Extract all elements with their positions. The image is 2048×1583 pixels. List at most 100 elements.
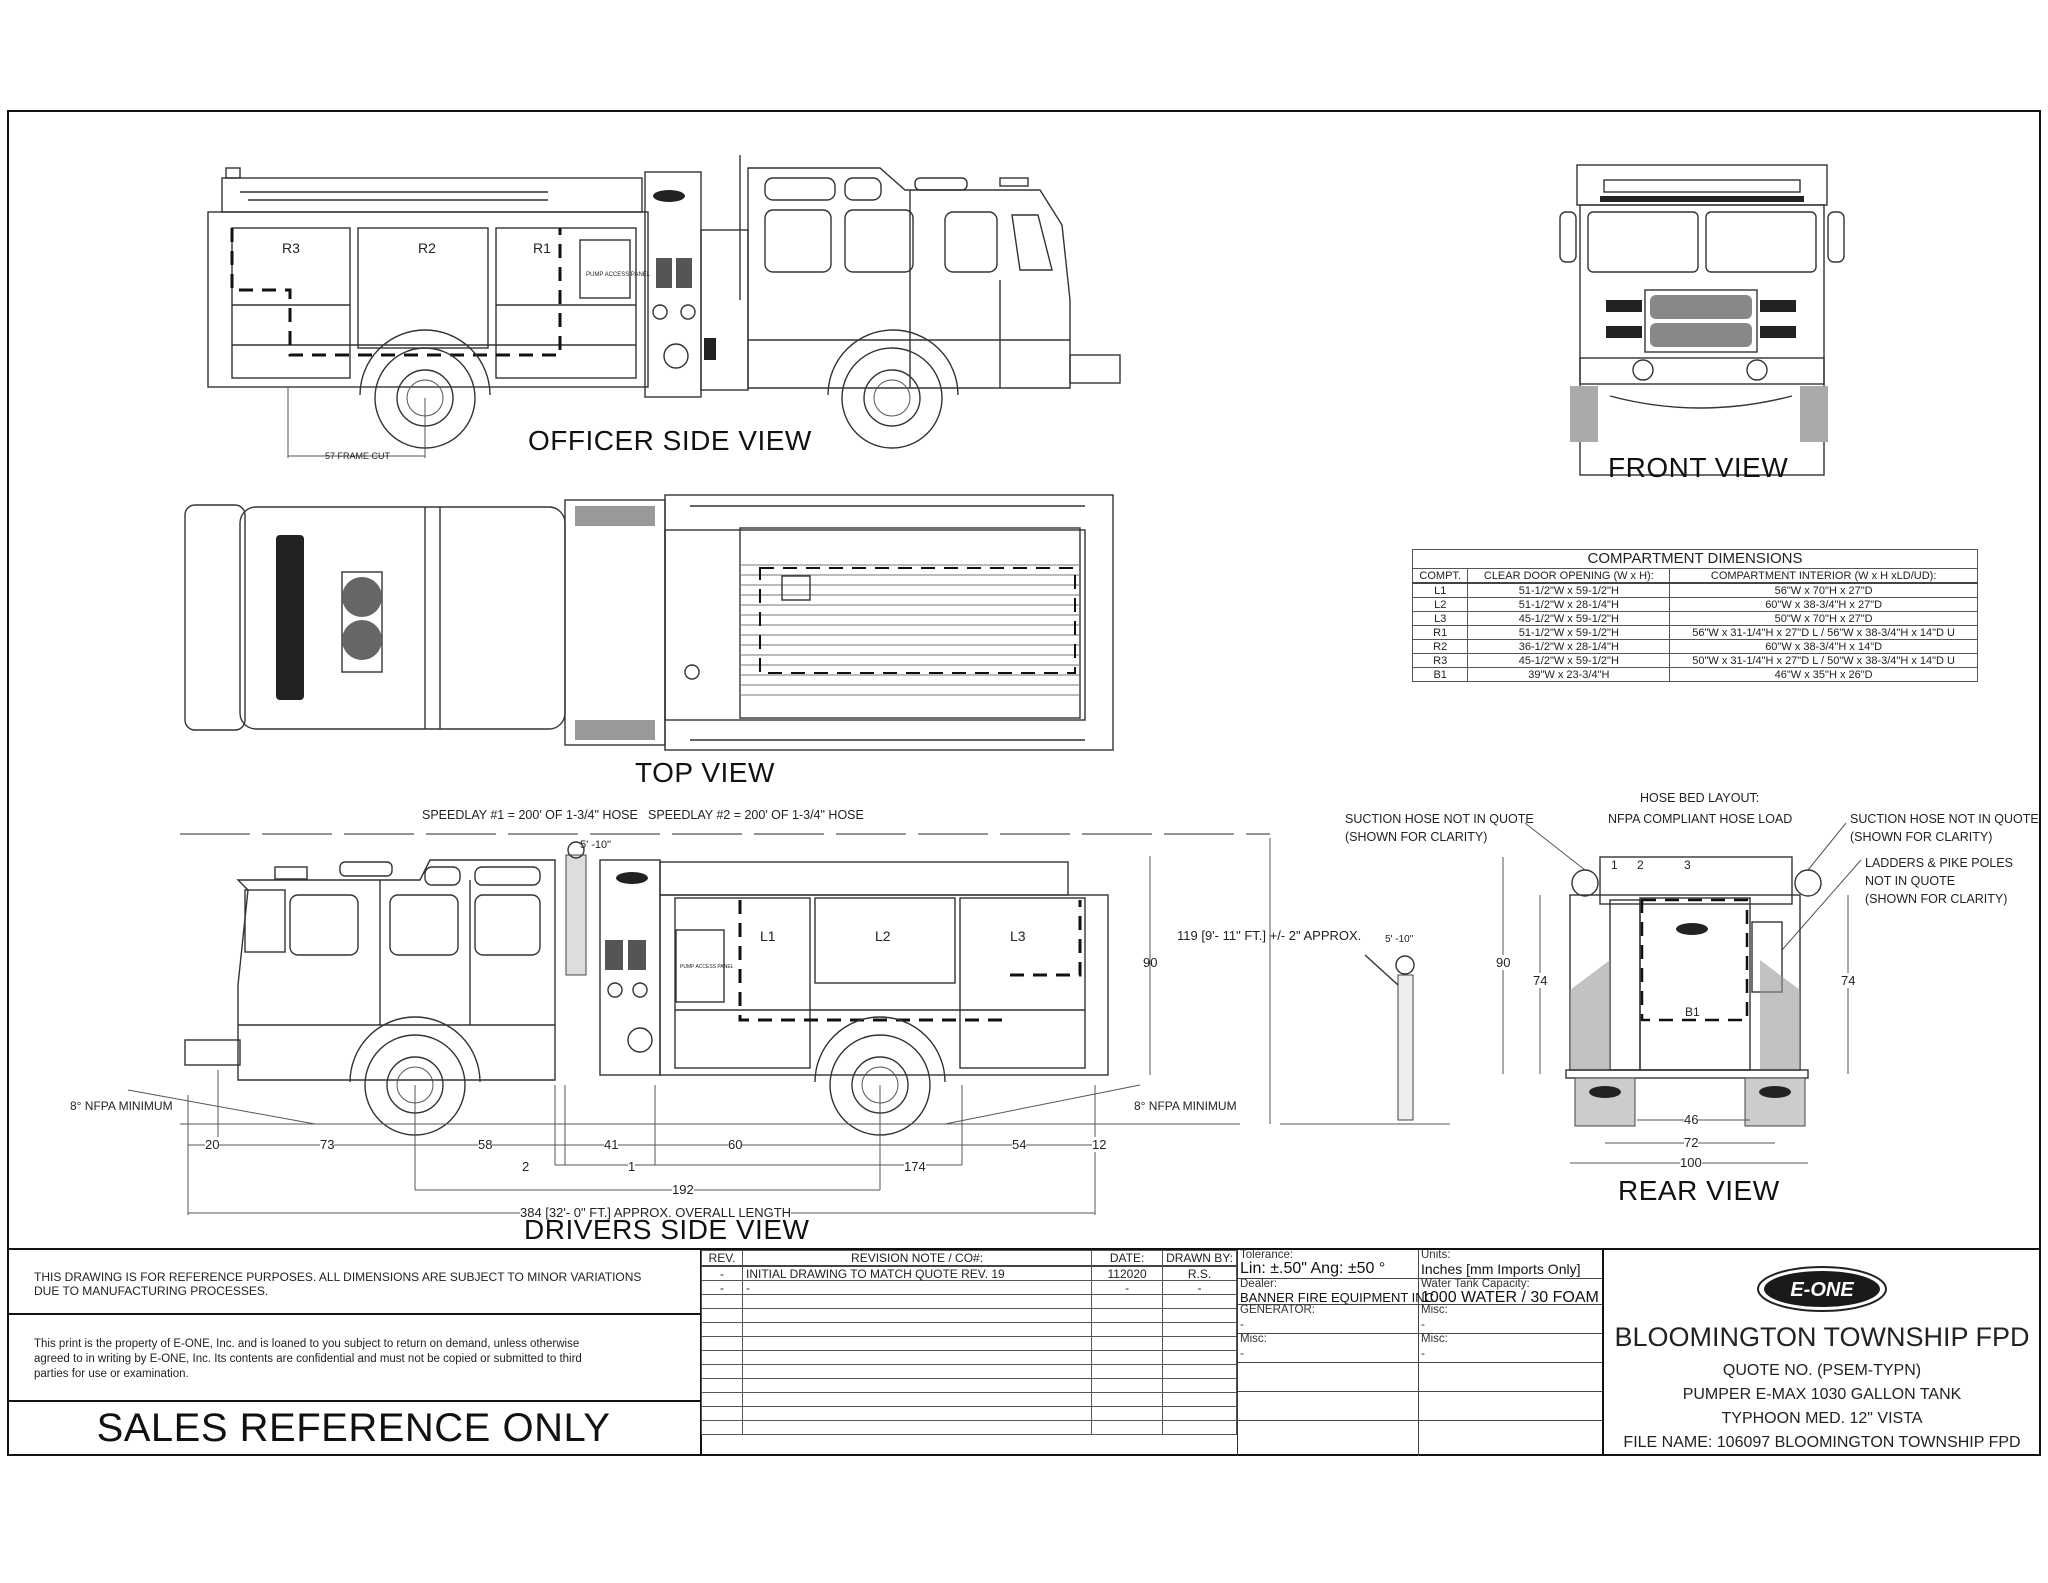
revision-row-empty [701,1322,1237,1337]
pump-access-panel-label: PUMP ACCESS PANEL [680,964,734,970]
cell-interior: 46"W x 35"H x 26"D [1669,667,1978,682]
customer-name: BLOOMINGTON TOWNSHIP FPD [1614,1322,2030,1352]
dimension-1: 1 [628,1159,636,1174]
tank-value: 1000 WATER / 30 FOAM [1421,1289,1599,1306]
cell-compt: B1 [1411,667,1469,682]
officer-side-view-title: OFFICER SIDE VIEW [528,425,812,456]
sales-reference-only: SALES REFERENCE ONLY [96,1406,611,1450]
drawn-by-cell: R.S. [1162,1265,1237,1281]
dimension-41: 41 [604,1137,619,1152]
figure-height-label: 5' -10" [580,839,612,851]
revision-row-empty [701,1294,1237,1309]
cell-door: 51-1/2"W x 59-1/2"H [1467,625,1671,640]
wheelbase-dimension-192: 192 [672,1182,694,1197]
property-notice-line-2: agreed to in writing by E-ONE, Inc. Its … [34,1353,582,1365]
e-one-logo-icon: E-ONE [1757,1266,1887,1312]
disclaimer-line-1: THIS DRAWING IS FOR REFERENCE PURPOSES. … [34,1270,642,1284]
empty-info-row [1238,1421,1602,1456]
rear-width-100: 100 [1680,1155,1702,1170]
suction-hose-note-right-line1: SUCTION HOSE NOT IN QUOTE [1850,812,2039,826]
figure-height-label-2: 5' -10" [1385,934,1414,945]
hose-bed-layout-title: HOSE BED LAYOUT: [1640,791,1760,805]
revision-note-cell: INITIAL DRAWING TO MATCH QUOTE REV. 19 [741,1265,1093,1281]
dealer-tank-row: Dealer: BANNER FIRE EQUIPMENT INC Water … [1238,1278,1602,1306]
ladders-note-line2: NOT IN QUOTE [1865,874,1956,888]
disclaimer-line-2: DUE TO MANUFACTURING PROCESSES. [34,1284,269,1298]
chassis-model: TYPHOON MED. 12" VISTA [1721,1410,1923,1427]
apparatus-model: PUMPER E-MAX 1030 GALLON TANK [1682,1386,1962,1403]
ladders-note-line1: LADDERS & PIKE POLES [1865,856,2013,870]
title-block: THIS DRAWING IS FOR REFERENCE PURPOSES. … [7,1248,2041,1458]
rev-cell: - [701,1265,743,1281]
cell-interior: 50"W x 31-1/4"H x 27"D L / 50"W x 38-3/4… [1669,653,1978,668]
tolerance-cell: Tolerance: Lin: ±.50" Ang: ±50 ° [1238,1249,1419,1278]
dealer-value: BANNER FIRE EQUIPMENT INC [1240,1290,1435,1305]
misc-cell-2: Misc: - [1238,1333,1419,1362]
rear-width-46: 46 [1684,1112,1699,1127]
revision-table: REV. REVISION NOTE / CO#: DATE: DRAWN BY… [701,1250,1238,1456]
generator-value: - [1240,1317,1244,1331]
speedlay-1-note: SPEEDLAY #1 = 200' OF 1-3/4" HOSE [422,808,638,822]
compartment-label-r1: R1 [533,240,551,256]
empty-info-row [1238,1363,1602,1392]
rear-height-74-left: 74 [1533,973,1548,988]
revision-note-header: REVISION NOTE / CO#: [741,1250,1093,1267]
drawing-sheet-border [7,110,2041,1456]
date-header: DATE: [1091,1250,1164,1267]
revision-row-empty [701,1336,1237,1351]
dimension-54: 54 [1012,1137,1027,1152]
speedlay-2-note: SPEEDLAY #2 = 200' OF 1-3/4" HOSE [648,808,864,822]
suction-hose-note-left-line1: SUCTION HOSE NOT IN QUOTE [1345,812,1534,826]
dimension-60: 60 [728,1137,743,1152]
file-name: FILE NAME: 106097 BLOOMINGTON TOWNSHIP F… [1623,1434,2021,1451]
rear-view-title: REAR VIEW [1618,1175,1780,1206]
property-notice-box: This print is the property of E-ONE, Inc… [7,1315,700,1402]
drawing-info-panel: Tolerance: Lin: ±.50" Ang: ±50 ° Units: … [1238,1249,1604,1456]
property-notice-line-1: This print is the property of E-ONE, Inc… [34,1338,580,1350]
revision-row: - INITIAL DRAWING TO MATCH QUOTE REV. 19… [701,1265,1237,1281]
units-cell: Units: Inches [mm Imports Only] [1419,1249,1602,1278]
revision-row-empty [701,1420,1237,1435]
cell-door: 39"W x 23-3/4"H [1467,667,1671,682]
top-view-title: TOP VIEW [635,757,775,788]
hose-bed-2: 2 [1637,858,1644,872]
misc-cell-1: Misc: - [1419,1304,1602,1333]
units-value: Inches [mm Imports Only] [1421,1261,1581,1277]
generator-misc-row: GENERATOR: - Misc: - [1238,1304,1602,1334]
customer-panel: E-ONE BLOOMINGTON TOWNSHIP FPD QUOTE NO.… [1603,1250,2041,1456]
height-dimension-90: 90 [1143,955,1158,970]
misc-label-1: Misc: [1421,1304,1448,1316]
drivers-side-view-title: DRIVERS SIDE VIEW [524,1214,810,1245]
generator-label: GENERATOR: [1240,1304,1315,1316]
overall-length-dimension: 384 [32'- 0" FT.] APPROX. OVERALL LENGTH [520,1205,792,1220]
misc-label-3: Misc: [1421,1333,1448,1345]
misc-label-2: Misc: [1240,1333,1267,1345]
revision-row: - - - - [701,1280,1237,1295]
misc-row: Misc: - Misc: - [1238,1333,1602,1363]
suction-hose-note-right-line2: (SHOWN FOR CLARITY) [1850,830,1993,844]
hose-bed-3: 3 [1684,858,1691,872]
units-label: Units: [1421,1249,1451,1261]
dimension-73: 73 [320,1137,335,1152]
revision-row-empty [701,1392,1237,1407]
date-cell: - [1091,1280,1164,1295]
quote-number: QUOTE NO. (PSEM-TYPN) [1722,1362,1922,1379]
dimension-20: 20 [205,1137,220,1152]
misc-value-3: - [1421,1346,1425,1360]
tank-label: Water Tank Capacity: [1421,1278,1530,1290]
generator-cell: GENERATOR: - [1238,1304,1419,1333]
drawn-by-cell: - [1162,1280,1237,1295]
nfpa-minimum-right: 8° NFPA MINIMUM [1134,1099,1237,1113]
revision-row-empty [701,1364,1237,1379]
notes-panel: THIS DRAWING IS FOR REFERENCE PURPOSES. … [7,1250,702,1456]
revision-row-empty [701,1350,1237,1365]
misc-cell-3: Misc: - [1419,1333,1602,1362]
dimension-174: 174 [904,1159,926,1174]
